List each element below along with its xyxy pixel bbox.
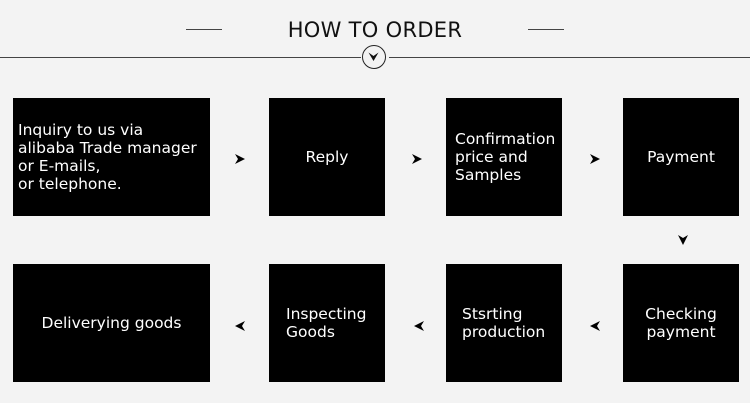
step-5-checking-payment: Checking payment bbox=[623, 264, 739, 382]
page-title: HOW TO ORDER bbox=[287, 18, 463, 42]
step-8-delivering-goods: Deliverying goods bbox=[13, 264, 210, 382]
divider-right bbox=[389, 57, 750, 58]
triangle-down-icon bbox=[678, 235, 688, 245]
triangle-right-icon bbox=[590, 154, 600, 164]
step-2-reply: Reply bbox=[269, 98, 385, 216]
step-7-inspecting-goods: Inspecting Goods bbox=[269, 264, 385, 382]
step-3-confirmation: Confirmation price and Samples bbox=[446, 98, 562, 216]
triangle-left-icon bbox=[414, 321, 424, 331]
step-1-inquiry: Inquiry to us via alibaba Trade manager … bbox=[13, 98, 210, 216]
title-decoration-left bbox=[186, 29, 222, 30]
step-6-starting-production: Stsrting production bbox=[446, 264, 562, 382]
divider-left bbox=[0, 57, 361, 58]
triangle-right-icon bbox=[412, 154, 422, 164]
title-decoration-right bbox=[528, 29, 564, 30]
triangle-left-icon bbox=[235, 321, 245, 331]
step-4-payment: Payment bbox=[623, 98, 739, 216]
triangle-left-icon bbox=[590, 321, 600, 331]
triangle-right-icon bbox=[235, 154, 245, 164]
chevron-down-circle-icon[interactable] bbox=[362, 45, 386, 69]
